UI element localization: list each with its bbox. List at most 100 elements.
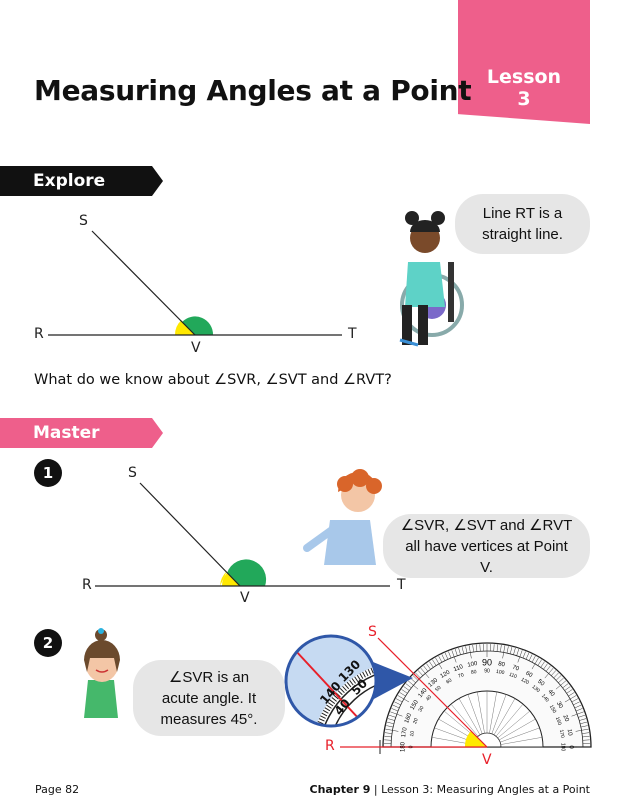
protractor-label: 110 (453, 664, 465, 673)
protractor-label: 180 (560, 743, 566, 752)
protractor-label: 60 (524, 670, 533, 679)
point-label-r: R (325, 738, 335, 754)
protractor-tick (399, 692, 406, 697)
protractor-tick (558, 677, 564, 683)
protractor-spoke (500, 727, 540, 743)
protractor-label: 0 (567, 745, 573, 749)
protractor-tick (566, 689, 573, 694)
page-title: Measuring Angles at a Point (34, 74, 472, 107)
protractor-tick (531, 655, 536, 663)
protractor-label: 130 (531, 684, 541, 694)
protractor-tick (580, 721, 588, 725)
protractor-tick (390, 711, 403, 717)
protractor-tick (522, 651, 526, 659)
protractor-tick (472, 644, 474, 652)
protractor-tick (401, 689, 408, 694)
explore-banner: Explore (0, 166, 163, 196)
protractor-tick (531, 657, 539, 670)
protractor-tick (525, 652, 530, 660)
protractor-tick (394, 701, 401, 706)
protractor-spoke (477, 691, 485, 734)
point-label-v: V (482, 752, 492, 768)
protractor-tick (513, 647, 516, 655)
protractor-tick (571, 698, 579, 703)
point-label-s: S (128, 465, 137, 481)
protractor-tick (448, 651, 452, 659)
protractor-label: 170 (558, 729, 565, 738)
protractor-tick (392, 704, 400, 709)
protractor-label: 90 (484, 668, 490, 674)
angle-svr-marker (464, 731, 487, 747)
boy-illustration (303, 469, 382, 565)
protractor-tick (405, 683, 412, 689)
protractor-tick (468, 645, 472, 659)
angle-svr-marker (176, 322, 195, 335)
protractor-tick (426, 663, 431, 670)
chapter-label: Chapter 9 (309, 783, 371, 796)
protractor-spoke (491, 694, 507, 734)
protractor-tick (458, 647, 461, 655)
footer-chapter: Chapter 9 | Lesson 3: Measuring Angles a… (309, 783, 590, 796)
protractor-tick (575, 728, 589, 732)
protractor-tick (384, 732, 392, 734)
protractor-tick (387, 718, 395, 721)
speech-bubble: ∠SVR, ∠SVT and ∠RVT all have vertices at… (383, 514, 590, 578)
protractor-tick (582, 735, 590, 738)
ray-vs (377, 637, 488, 748)
protractor-label: 100 (496, 669, 505, 676)
protractor-tick (496, 644, 499, 652)
protractor-spoke (499, 718, 536, 741)
explore-angle-diagram (48, 230, 342, 336)
magnifier-callout (284, 634, 413, 728)
protractor-label: 50 (536, 679, 545, 688)
protractor-label: 30 (417, 705, 425, 713)
protractor-tick (397, 695, 410, 703)
protractor-tick (465, 646, 468, 654)
protractor-tick (564, 695, 577, 703)
page-number: Page 82 (35, 783, 80, 796)
protractor-spoke (458, 698, 481, 735)
lesson-label: Lesson (486, 66, 562, 88)
q1-angle-diagram (95, 482, 390, 587)
protractor-tick (444, 652, 449, 660)
protractor-tick (528, 654, 533, 661)
protractor-tick (407, 680, 419, 690)
protractor-tick (575, 708, 583, 712)
protractor-tick (543, 663, 548, 670)
protractor-tick (438, 655, 443, 663)
protractor-tick (579, 718, 587, 721)
protractor-label: 170 (401, 726, 409, 738)
master-banner: Master (0, 418, 163, 448)
protractor-tick (580, 725, 588, 728)
protractor-label: 20 (412, 717, 420, 724)
protractor-label: 100 (467, 661, 479, 669)
protractor-tick (502, 645, 506, 659)
protractor-tick (386, 725, 394, 728)
protractor-tick (545, 665, 551, 672)
protractor-tick (395, 698, 403, 703)
protractor-tick (391, 708, 399, 712)
protractor-tick (451, 650, 457, 663)
point-label-r: R (34, 326, 44, 342)
protractor-tick (509, 646, 513, 654)
protractor-label: 150 (410, 699, 421, 711)
protractor-label: 160 (554, 716, 563, 726)
speech-bubble: ∠SVR is an acute angle. It measures 45°. (133, 660, 285, 736)
protractor-label: 50 (434, 685, 442, 693)
protractor-tick (420, 667, 430, 679)
protractor-tick (475, 644, 478, 652)
protractor-label: 20 (561, 714, 569, 723)
protractor-label: 150 (548, 704, 557, 714)
girl-illustration (84, 628, 120, 718)
lesson-tab: Lesson 3 (458, 0, 590, 124)
protractor-tick (540, 661, 545, 668)
point-label-s: S (368, 624, 377, 640)
protractor-tick (553, 672, 559, 679)
protractor-tick (388, 714, 396, 718)
protractor-label: 10 (409, 730, 416, 737)
protractor-spoke (500, 737, 543, 745)
protractor-tick (454, 648, 458, 656)
protractor-label: 130 (428, 677, 440, 688)
speech-bubble: Line RT is a straight line. (455, 194, 590, 254)
